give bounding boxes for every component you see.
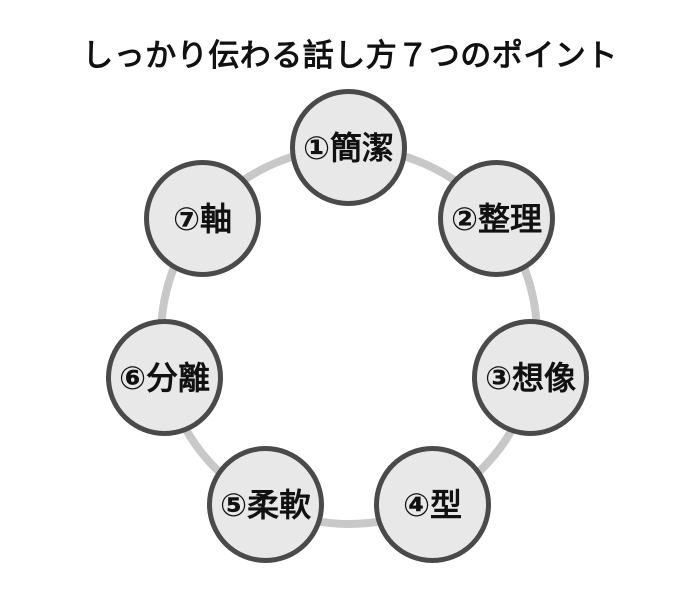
- circle-item-7-label: ⑦軸: [172, 200, 233, 237]
- circle-item-5-label: ⑤柔軟: [219, 486, 312, 523]
- circle-item-2-label: ②整理: [450, 200, 543, 237]
- diagram-title: しっかり伝わる話し方７つのポイント: [82, 38, 618, 73]
- circle-item-1-label: ①簡潔: [302, 129, 395, 166]
- circle-item-6-label: ⑥分離: [118, 359, 211, 396]
- circle-item-5: ⑤柔軟: [207, 446, 324, 563]
- circle-item-4: ④型: [374, 446, 491, 563]
- circle-item-1: ①簡潔: [290, 89, 407, 206]
- circle-item-2: ②整理: [438, 160, 555, 277]
- circle-item-7: ⑦軸: [144, 160, 261, 277]
- circle-item-3-label: ③想像: [484, 359, 577, 396]
- circle-item-6: ⑥分離: [106, 319, 223, 436]
- circle-item-4-label: ④型: [402, 486, 463, 523]
- circle-item-3: ③想像: [472, 319, 589, 436]
